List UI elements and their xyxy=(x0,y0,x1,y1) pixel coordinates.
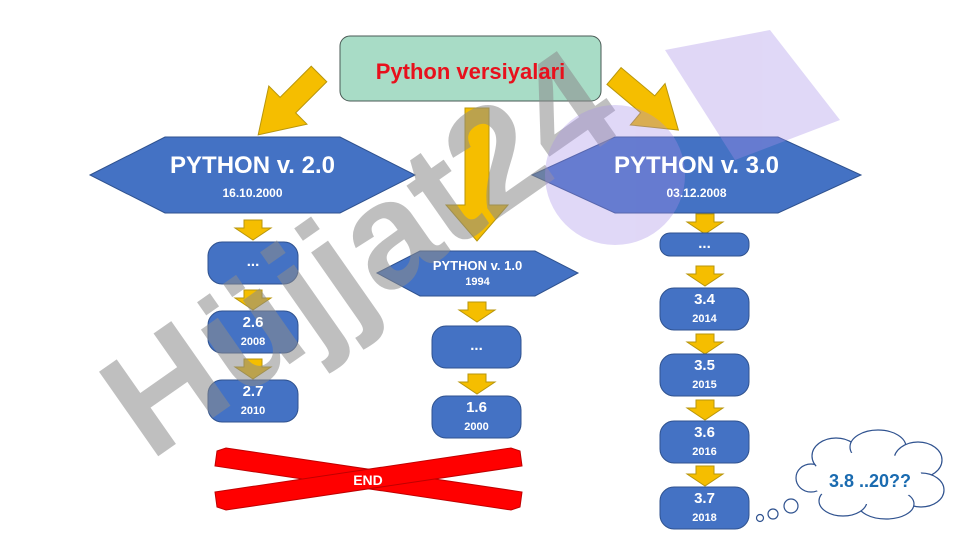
v2-node-3-date: 2010 xyxy=(240,405,266,417)
title-box xyxy=(339,35,602,102)
end-cross-icon xyxy=(214,447,523,511)
v1-node-2-date: 2000 xyxy=(464,421,489,433)
v3-node-5 xyxy=(659,486,750,530)
v3-node-2-label: 3.4 xyxy=(694,291,715,308)
v3-node-3-label: 3.5 xyxy=(694,357,715,374)
v1-hexagon xyxy=(375,250,580,297)
v3-small-arrow-1 xyxy=(686,213,724,235)
v2-node-2-label: 2.6 xyxy=(242,314,264,331)
v1-node-2 xyxy=(431,395,522,439)
v3-node-4-date: 2016 xyxy=(692,446,717,458)
arrow-to-v1 xyxy=(444,107,510,242)
v1-small-arrow-1 xyxy=(458,301,496,323)
v1-date: 1994 xyxy=(465,276,490,288)
v3-node-1 xyxy=(659,232,750,257)
v1-name: PYTHON v. 1.0 xyxy=(432,258,523,273)
v1-node-1 xyxy=(431,325,522,369)
diagram-title: Python versiyalari xyxy=(375,59,566,84)
v2-hexagon xyxy=(88,136,417,214)
v3-node-4 xyxy=(659,420,750,464)
v3-node-5-date: 2018 xyxy=(692,512,717,524)
v2-node-3 xyxy=(207,379,299,423)
v3-small-arrow-3 xyxy=(686,333,724,355)
v2-date: 16.10.2000 xyxy=(222,186,283,200)
v3-node-2 xyxy=(659,287,750,331)
v3-name: PYTHON v. 3.0 xyxy=(614,152,779,179)
v3-node-4-label: 3.6 xyxy=(694,424,715,441)
v3-small-arrow-4 xyxy=(686,399,724,421)
v2-node-1 xyxy=(207,241,299,285)
v3-small-arrow-2 xyxy=(686,265,724,287)
v3-hexagon xyxy=(530,136,863,214)
v2-node-3-label: 2.7 xyxy=(242,383,264,400)
v1-small-arrow-2 xyxy=(458,373,496,395)
v1-node-2-label: 1.6 xyxy=(466,399,487,416)
v2-node-2 xyxy=(207,310,299,354)
cloud-text: 3.8 ..20?? xyxy=(828,471,912,491)
v3-date: 03.12.2008 xyxy=(666,186,727,200)
v3-node-3 xyxy=(659,353,750,397)
v3-node-1-label: ... xyxy=(698,235,711,252)
thought-cloud-icon xyxy=(755,429,945,523)
v3-node-3-date: 2015 xyxy=(692,379,717,391)
arrow-to-v2 xyxy=(257,65,328,136)
end-label: END xyxy=(353,472,383,488)
v2-name: PYTHON v. 2.0 xyxy=(170,152,335,179)
v1-node-1-label: ... xyxy=(470,337,483,354)
v3-small-arrow-5 xyxy=(686,465,724,487)
v2-node-1-label: ... xyxy=(246,253,260,270)
v2-node-2-date: 2008 xyxy=(240,336,266,348)
v3-node-5-label: 3.7 xyxy=(694,490,715,507)
v3-node-2-date: 2014 xyxy=(692,313,717,325)
watermark-accent xyxy=(545,30,840,245)
arrow-to-v3 xyxy=(606,66,680,131)
